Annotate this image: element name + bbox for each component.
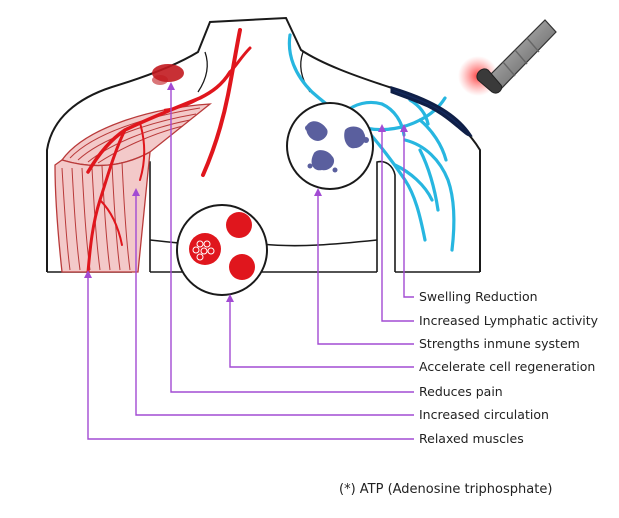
neck-left-line bbox=[197, 51, 208, 93]
callout-labels: Swelling Reduction Increased Lymphatic a… bbox=[419, 289, 599, 446]
red-cell-inset bbox=[176, 204, 268, 296]
leader-swelling bbox=[403, 130, 414, 298]
shoulder-band bbox=[390, 85, 473, 137]
label-swelling-reduction: Swelling Reduction bbox=[419, 289, 538, 304]
leader-lymph bbox=[381, 130, 414, 322]
leader-lines bbox=[84, 82, 414, 440]
leader-muscle bbox=[87, 274, 414, 440]
label-immune-system: Strengths inmune system bbox=[419, 336, 580, 351]
right-arm-contour bbox=[376, 160, 396, 272]
label-circulation: Increased circulation bbox=[419, 407, 549, 422]
leader-immune bbox=[317, 192, 414, 345]
label-cell-regeneration: Accelerate cell regeneration bbox=[419, 359, 595, 374]
footnote: (*) ATP (Adenosine triphosphate) bbox=[339, 482, 552, 497]
lymphatic-vessels bbox=[287, 33, 456, 252]
label-lymphatic-activity: Increased Lymphatic activity bbox=[419, 313, 599, 328]
label-reduces-pain: Reduces pain bbox=[419, 384, 503, 399]
leader-regen bbox=[229, 298, 414, 368]
leader-pain bbox=[170, 86, 414, 393]
leader-circ bbox=[135, 192, 414, 416]
immune-cell-inset bbox=[286, 102, 374, 190]
blood-vessels bbox=[86, 28, 252, 274]
laser-device bbox=[458, 19, 557, 96]
label-relaxed-muscles: Relaxed muscles bbox=[419, 431, 524, 446]
